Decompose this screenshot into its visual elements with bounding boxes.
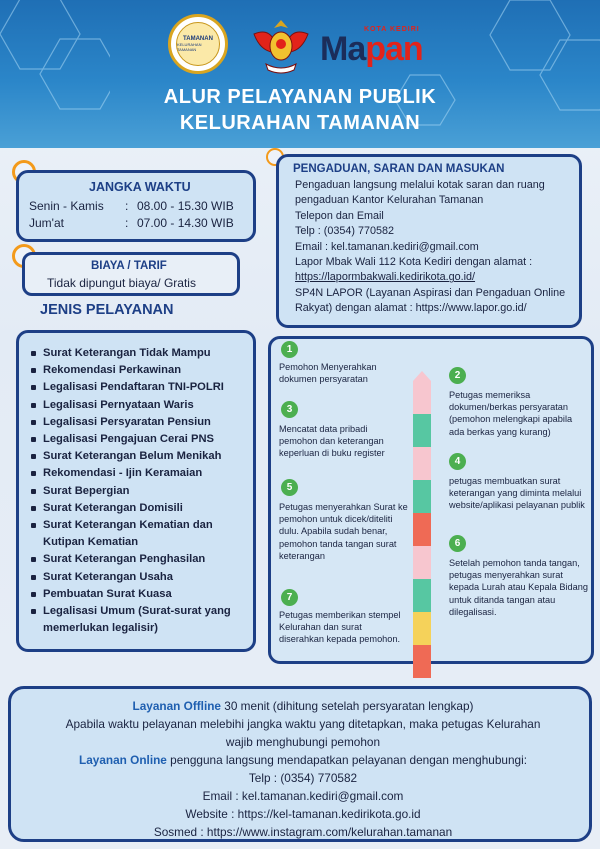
jenis-pelayanan-heading: JENIS PELAYANAN — [40, 302, 174, 318]
biaya-heading: BIAYA / TARIF — [91, 260, 167, 272]
logo-subtitle: KELURAHAN TAMANAN — [177, 42, 202, 52]
pengaduan-line: Rakyat) dengan alamat : https://www.lapo… — [295, 302, 527, 315]
pengaduan-text: Pengaduan langsung melalui kotak saran d… — [295, 178, 577, 317]
step-number-badge: 7 — [281, 589, 298, 606]
mapan-logo-kota: KOTA KEDIRI — [364, 26, 420, 33]
step-number-badge: 1 — [281, 341, 298, 358]
offline-text: 30 menit (dihitung setelah persyaratan l… — [221, 699, 474, 713]
schedule-sep: : — [125, 216, 129, 230]
website-link[interactable]: Website : https://kel-tamanan.kedirikota… — [185, 807, 421, 821]
service-list-item: Surat Keterangan Belum Menikah — [27, 448, 253, 465]
pengaduan-heading: PENGADUAN, SARAN DAN MASUKAN — [293, 163, 505, 175]
page-title-line2: KELURAHAN TAMANAN — [179, 112, 421, 134]
lapor-mbak-wali-link[interactable]: https://lapormbakwali.kedirikota.go.id/ — [295, 271, 476, 284]
info-line: Apabila waktu pelayanan melebihi jangka … — [65, 717, 541, 731]
schedule-day: Senin - Kamis — [29, 199, 104, 213]
step-text: Petugas memberikan stempel Kelurahan dan… — [279, 610, 401, 645]
jangka-waktu-card: JANGKA WAKTU Senin - Kamis : 08.00 - 15.… — [16, 170, 256, 242]
logo-title: TAMANAN — [183, 36, 213, 42]
step-number-badge: 6 — [449, 535, 466, 552]
pengaduan-phone: Telp : (0354) 770582 — [295, 225, 395, 238]
page-title-line1: ALUR PELAYANAN PUBLIK — [163, 86, 437, 108]
contact-email: Email : kel.tamanan.kediri@gmail.com — [202, 789, 404, 803]
step-number-badge: 2 — [449, 367, 466, 384]
header-banner: TAMANAN KELURAHAN TAMANAN KOTA KEDIRI Ma… — [0, 0, 600, 148]
service-list-item: Rekomendasi - Ijin Keramaian — [27, 465, 253, 482]
schedule-day: Jum'at — [29, 216, 64, 230]
service-list-item: Surat Bepergian — [27, 483, 253, 500]
jangka-waktu-heading: JANGKA WAKTU — [89, 180, 191, 194]
service-list-item: Surat Keterangan Usaha — [27, 569, 253, 586]
mapan-logo: KOTA KEDIRI Mapan — [320, 26, 440, 68]
layanan-info-card: Layanan Offline 30 menit (dihitung setel… — [8, 686, 592, 842]
contact-phone: Telp : (0354) 770582 — [248, 771, 358, 785]
schedule-time: 07.00 - 14.30 WIB — [137, 216, 234, 230]
service-list-item: Legalisasi Pernyataan Waris — [27, 397, 253, 414]
pengaduan-email: Email : kel.tamanan.kediri@gmail.com — [295, 240, 479, 253]
pengaduan-line: Lapor Mbak Wali 112 Kota Kediri dengan a… — [295, 256, 533, 269]
step-text: Pemohon Menyerahkan dokumen persyaratan — [279, 362, 377, 385]
online-text: pengguna langsung mendapatkan pelayanan … — [166, 753, 527, 767]
biaya-text: Tidak dipungut biaya/ Gratis — [47, 276, 196, 290]
service-list-item: Surat Keterangan Tidak Mampu — [27, 345, 253, 362]
step-number-badge: 4 — [449, 453, 466, 470]
step-number-badge: 5 — [281, 479, 298, 496]
pengaduan-line: pengaduan Kantor Kelurahan Tamanan — [295, 194, 484, 207]
service-list-item: Legalisasi Umum (Surat-surat yang memerl… — [27, 603, 253, 637]
step-number-badge: 3 — [281, 401, 298, 418]
step-text: Mencatat data pribadi pemohon dan ketera… — [279, 424, 385, 459]
online-label: Layanan Online — [79, 753, 167, 767]
schedule-sep: : — [125, 199, 129, 213]
pengaduan-line: SP4N LAPOR (Layanan Aspirasi dan Pengadu… — [295, 286, 566, 299]
step-text: Petugas menyerahkan Surat ke pemohon unt… — [279, 502, 408, 561]
biaya-card: BIAYA / TARIF Tidak dipungut biaya/ Grat… — [22, 252, 240, 296]
step-text: Setelah pemohon tanda tangan, petugas me… — [449, 558, 588, 617]
pengaduan-line: Pengaduan langsung melalui kotak saran d… — [295, 179, 545, 191]
mapan-logo-pan: pan — [365, 30, 423, 68]
hexagon-decoration — [0, 0, 110, 110]
service-list-item: Legalisasi Pendaftaran TNI-POLRI — [27, 379, 253, 396]
flow-spine — [413, 371, 431, 678]
pengaduan-card: PENGADUAN, SARAN DAN MASUKAN Pengaduan l… — [276, 154, 582, 328]
pengaduan-line: Telepon dan Email — [295, 209, 384, 222]
sosmed-link[interactable]: Sosmed : https://www.instagram.com/kelur… — [153, 825, 453, 839]
mapan-logo-ma: Ma — [320, 30, 366, 68]
service-list-item: Pembuatan Surat Kuasa — [27, 586, 253, 603]
hexagon-decoration — [489, 0, 600, 111]
alur-flow-card: 1 Pemohon Menyerahkan dokumen persyarata… — [268, 336, 594, 678]
info-line: wajib menghubungi pemohon — [225, 735, 381, 749]
step-text: petugas membuatkan surat keterangan yang… — [449, 476, 585, 511]
step-text: Petugas memeriksa dokumen/berkas persyar… — [449, 390, 573, 437]
schedule-time: 08.00 - 15.30 WIB — [137, 199, 234, 213]
service-list-item: Surat Keterangan Domisili — [27, 500, 253, 517]
service-list-item: Rekomendasi Perkawinan — [27, 362, 253, 379]
hexagon-decoration — [394, 74, 456, 126]
service-list-item: Surat Keterangan Kematian dan Kutipan Ke… — [27, 517, 253, 551]
offline-label: Layanan Offline — [132, 699, 222, 713]
service-list-item: Surat Keterangan Penghasilan — [27, 551, 253, 568]
service-list-item: Legalisasi Pengajuan Cerai PNS — [27, 431, 253, 448]
tamanan-logo: TAMANAN KELURAHAN TAMANAN — [168, 14, 228, 74]
kediri-garuda-emblem-icon — [253, 20, 309, 74]
service-list-item: Legalisasi Persyaratan Pensiun — [27, 414, 253, 431]
